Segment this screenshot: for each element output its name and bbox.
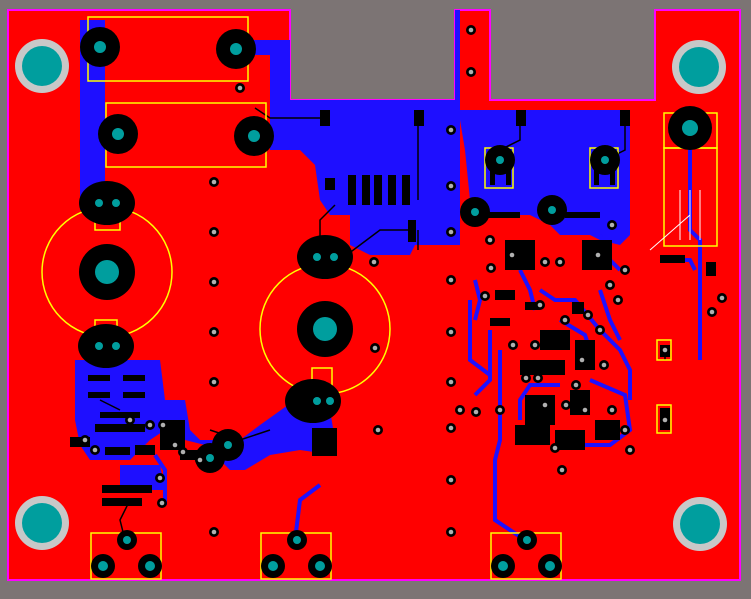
regulator-leads: [649, 190, 701, 251]
via-hole: [497, 407, 503, 413]
via-hole: [487, 237, 493, 243]
via-hole: [157, 475, 163, 481]
mounting-hole-bottom-left[interactable]: [15, 496, 69, 550]
via-hole: [211, 179, 217, 185]
via-hole: [448, 329, 454, 335]
via-hole: [448, 379, 454, 385]
via-hole: [579, 357, 585, 363]
via-hole: [662, 417, 668, 423]
via-hole: [375, 427, 381, 433]
via-hole: [127, 417, 133, 423]
via-hole: [609, 222, 615, 228]
via-hole: [211, 279, 217, 285]
via-hole: [622, 427, 628, 433]
relay-pad[interactable]: [216, 29, 256, 69]
via-hole: [488, 265, 494, 271]
regulator-tab-pad[interactable]: [668, 106, 712, 150]
connector-center[interactable]: [261, 530, 332, 578]
via-hole: [448, 229, 454, 235]
mounting-hole-top-right[interactable]: [672, 40, 726, 94]
via-hole: [622, 267, 628, 273]
capacitor-pad-left[interactable]: [79, 244, 135, 300]
via-hole: [92, 447, 98, 453]
via-hole: [448, 127, 454, 133]
via-hole: [448, 183, 454, 189]
via-hole: [542, 402, 548, 408]
via-hole: [662, 347, 668, 353]
via-hole: [211, 229, 217, 235]
via-hole: [237, 85, 243, 91]
via-hole: [448, 529, 454, 535]
via-hole: [559, 467, 565, 473]
via-hole: [473, 409, 479, 415]
via-hole: [509, 252, 515, 258]
via-hole: [537, 302, 543, 308]
via-hole: [172, 442, 178, 448]
via-hole: [607, 282, 613, 288]
via-hole: [563, 402, 569, 408]
capacitor-pad-center[interactable]: [297, 301, 353, 357]
via-hole: [211, 379, 217, 385]
via-hole: [448, 477, 454, 483]
vias: [80, 25, 727, 537]
relay-pad[interactable]: [98, 114, 138, 154]
via-hole: [601, 362, 607, 368]
mounting-holes: [15, 39, 727, 551]
via-hole: [573, 382, 579, 388]
connector-pads: [91, 530, 562, 578]
via-hole: [482, 293, 488, 299]
via-hole: [371, 259, 377, 265]
via-hole: [595, 252, 601, 258]
via-hole: [211, 529, 217, 535]
via-hole: [468, 27, 474, 33]
via-hole: [448, 425, 454, 431]
via-hole: [532, 342, 538, 348]
via-hole: [457, 407, 463, 413]
via-hole: [211, 329, 217, 335]
via-hole: [542, 259, 548, 265]
via-hole: [552, 445, 558, 451]
via-hole: [562, 317, 568, 323]
via-hole: [627, 447, 633, 453]
via-hole: [180, 449, 186, 455]
via-hole: [159, 500, 165, 506]
via-hole: [535, 375, 541, 381]
via-hole: [615, 297, 621, 303]
connector-right[interactable]: [491, 530, 562, 578]
relay-pad[interactable]: [234, 116, 274, 156]
via-hole: [510, 342, 516, 348]
via-hole: [160, 422, 166, 428]
via-hole: [468, 69, 474, 75]
via-hole: [448, 277, 454, 283]
via-hole: [557, 259, 563, 265]
via-hole: [609, 407, 615, 413]
via-hole: [597, 327, 603, 333]
via-hole: [582, 407, 588, 413]
via-hole: [719, 295, 725, 301]
via-hole: [197, 457, 203, 463]
via-hole: [82, 437, 88, 443]
relay-pad[interactable]: [80, 27, 120, 67]
connector-left[interactable]: [91, 530, 162, 578]
via-hole: [372, 345, 378, 351]
large-pads: [79, 27, 712, 357]
via-hole: [147, 422, 153, 428]
via-hole: [585, 312, 591, 318]
mounting-hole-top-left[interactable]: [15, 39, 69, 93]
via-hole: [523, 375, 529, 381]
via-hole: [709, 309, 715, 315]
mounting-hole-bottom-right[interactable]: [673, 497, 727, 551]
